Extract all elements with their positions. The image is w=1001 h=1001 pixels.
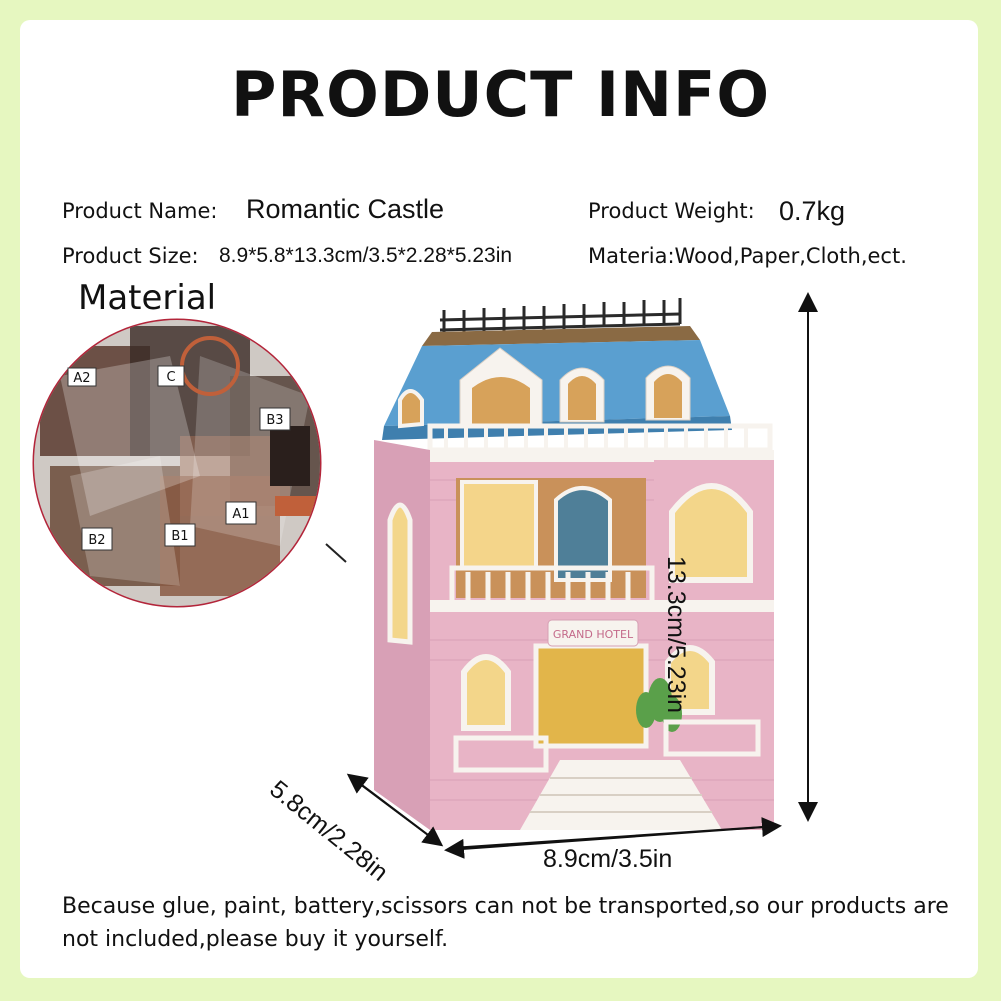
- grand-hotel-sign: GRAND HOTEL: [553, 628, 634, 641]
- bag-label-b2: B2: [88, 533, 105, 548]
- shipping-note: Because glue, paint, battery,scissors ca…: [62, 894, 949, 952]
- page-title: PRODUCT INFO: [230, 58, 771, 131]
- width-dimension: 8.9cm/3.5in: [543, 845, 673, 873]
- material-heading: Material: [78, 278, 217, 318]
- height-dimension: 13.3cm/5.23in: [662, 556, 690, 714]
- product-size-label: Product Size:: [62, 244, 199, 268]
- bag-label-c: C: [166, 370, 175, 385]
- product-name-label: Product Name:: [62, 199, 218, 223]
- bag-label-a1: A1: [232, 507, 249, 522]
- product-name-value: Romantic Castle: [246, 194, 445, 224]
- bag-labels: A2 C B3 B2 B1 A1: [67, 365, 291, 551]
- bag-label-b3: B3: [266, 413, 283, 428]
- depth-arrow-up: [346, 773, 441, 845]
- dollhouse-image: GRAND HOTEL: [374, 298, 774, 830]
- material-parts-image: A2 C B3 B2 B1 A1: [32, 318, 347, 608]
- material-info: Materia:Wood,Paper,Cloth,ect.: [588, 244, 907, 268]
- width-arrow-left: [444, 825, 779, 859]
- product-weight-value: 0.7kg: [779, 196, 846, 226]
- pointer-line: [325, 543, 347, 563]
- bag-label-a2: A2: [73, 371, 90, 386]
- bag-label-b1: B1: [171, 529, 188, 544]
- product-size-value: 8.9*5.8*13.3cm/3.5*2.28*5.23in: [219, 244, 513, 267]
- product-weight-label: Product Weight:: [588, 199, 755, 223]
